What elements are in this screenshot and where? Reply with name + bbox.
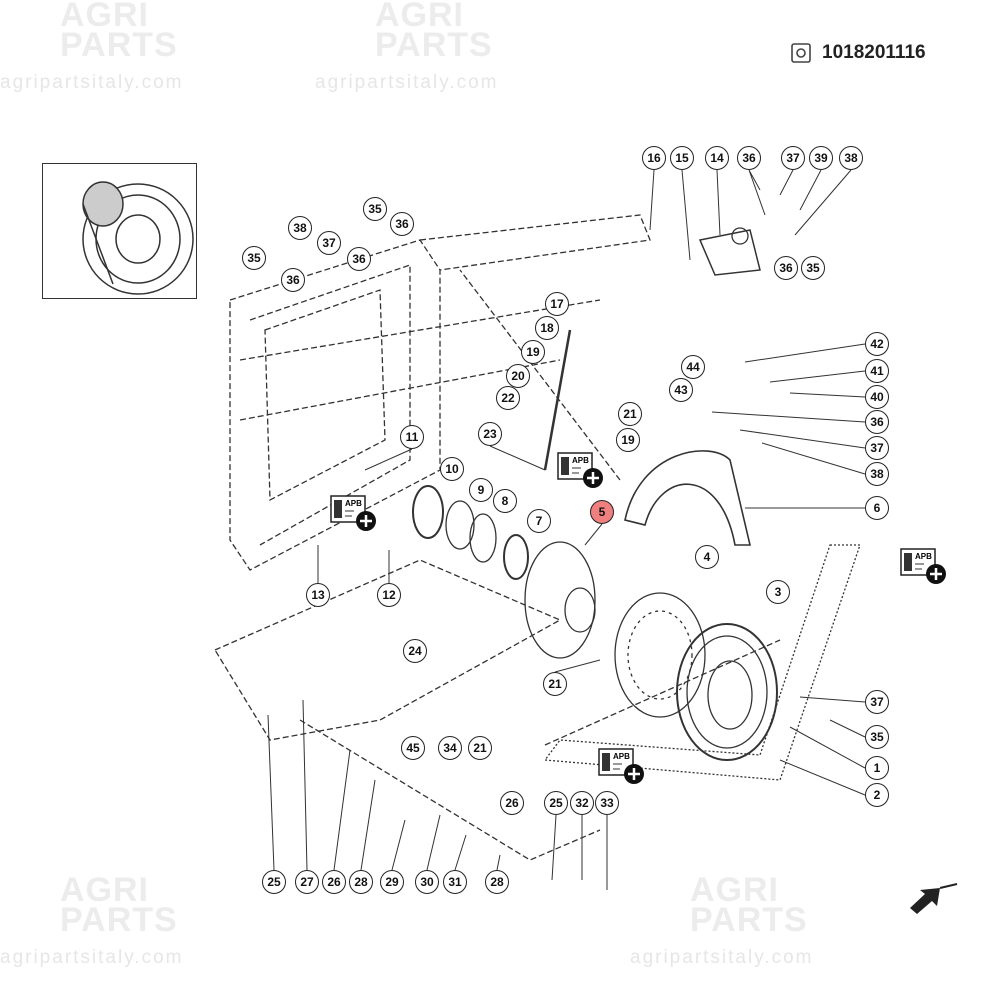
callout-35[interactable]: 35 (242, 246, 266, 270)
callout-38[interactable]: 38 (288, 216, 312, 240)
callout-11[interactable]: 11 (400, 425, 424, 449)
callout-35[interactable]: 35 (865, 725, 889, 749)
callout-13[interactable]: 13 (306, 583, 330, 607)
callout-7[interactable]: 7 (527, 509, 551, 533)
apb-catalog-badge[interactable]: APB (330, 495, 378, 538)
callout-31[interactable]: 31 (443, 870, 467, 894)
callout-14[interactable]: 14 (705, 146, 729, 170)
gear-document-icon (791, 43, 811, 63)
callout-45[interactable]: 45 (401, 736, 425, 760)
callout-39[interactable]: 39 (809, 146, 833, 170)
pulley-thumbnail-image (82, 181, 194, 295)
callout-27[interactable]: 27 (295, 870, 319, 894)
callout-36[interactable]: 36 (281, 268, 305, 292)
callout-9[interactable]: 9 (469, 478, 493, 502)
callout-19[interactable]: 19 (616, 428, 640, 452)
svg-text:APB: APB (345, 499, 362, 508)
apb-catalog-badge[interactable]: APB (900, 548, 948, 591)
callout-43[interactable]: 43 (669, 378, 693, 402)
callout-15[interactable]: 15 (670, 146, 694, 170)
callout-35[interactable]: 35 (363, 197, 387, 221)
callout-38[interactable]: 38 (839, 146, 863, 170)
callout-16[interactable]: 16 (642, 146, 666, 170)
callout-21[interactable]: 21 (618, 402, 642, 426)
part-code: 1018201116 (822, 42, 926, 63)
callout-29[interactable]: 29 (380, 870, 404, 894)
callout-42[interactable]: 42 (865, 332, 889, 356)
callout-21[interactable]: 21 (468, 736, 492, 760)
callout-1[interactable]: 1 (865, 756, 889, 780)
callout-37[interactable]: 37 (781, 146, 805, 170)
callout-37[interactable]: 37 (865, 436, 889, 460)
callout-23[interactable]: 23 (478, 422, 502, 446)
callout-17[interactable]: 17 (545, 292, 569, 316)
callout-18[interactable]: 18 (535, 316, 559, 340)
callout-12[interactable]: 12 (377, 583, 401, 607)
callout-37[interactable]: 37 (865, 690, 889, 714)
callout-36[interactable]: 36 (774, 256, 798, 280)
callout-19[interactable]: 19 (521, 340, 545, 364)
svg-text:APB: APB (915, 552, 932, 561)
inset-pulley-thumbnail (42, 163, 197, 299)
callout-26[interactable]: 26 (500, 791, 524, 815)
callout-32[interactable]: 32 (570, 791, 594, 815)
callout-3[interactable]: 3 (766, 580, 790, 604)
callout-40[interactable]: 40 (865, 385, 889, 409)
callout-30[interactable]: 30 (415, 870, 439, 894)
callout-25[interactable]: 25 (262, 870, 286, 894)
callout-2[interactable]: 2 (865, 783, 889, 807)
part-code-header: 1018201116 (790, 42, 926, 64)
callout-44[interactable]: 44 (681, 355, 705, 379)
callout-8[interactable]: 8 (493, 489, 517, 513)
callout-5[interactable]: 5 (590, 500, 614, 524)
callout-41[interactable]: 41 (865, 359, 889, 383)
callout-36[interactable]: 36 (347, 247, 371, 271)
callout-6[interactable]: 6 (865, 496, 889, 520)
callout-36[interactable]: 36 (737, 146, 761, 170)
callout-24[interactable]: 24 (403, 639, 427, 663)
callout-33[interactable]: 33 (595, 791, 619, 815)
callout-37[interactable]: 37 (317, 231, 341, 255)
callout-22[interactable]: 22 (496, 386, 520, 410)
callout-26[interactable]: 26 (322, 870, 346, 894)
callout-25[interactable]: 25 (544, 791, 568, 815)
svg-text:APB: APB (613, 752, 630, 761)
callout-28[interactable]: 28 (485, 870, 509, 894)
callout-21[interactable]: 21 (543, 672, 567, 696)
callout-35[interactable]: 35 (801, 256, 825, 280)
callout-36[interactable]: 36 (865, 410, 889, 434)
svg-text:APB: APB (572, 456, 589, 465)
leader-lines (267, 169, 866, 890)
next-arrow-icon[interactable] (905, 880, 960, 915)
pulley-drawing (412, 227, 861, 781)
callout-20[interactable]: 20 (506, 364, 530, 388)
callout-38[interactable]: 38 (865, 462, 889, 486)
callout-4[interactable]: 4 (695, 545, 719, 569)
callout-28[interactable]: 28 (349, 870, 373, 894)
callout-34[interactable]: 34 (438, 736, 462, 760)
apb-catalog-badge[interactable]: APB (598, 748, 646, 791)
callout-36[interactable]: 36 (390, 212, 414, 236)
frame-drawing (214, 214, 781, 861)
apb-catalog-badge[interactable]: APB (557, 452, 605, 495)
callout-10[interactable]: 10 (440, 457, 464, 481)
